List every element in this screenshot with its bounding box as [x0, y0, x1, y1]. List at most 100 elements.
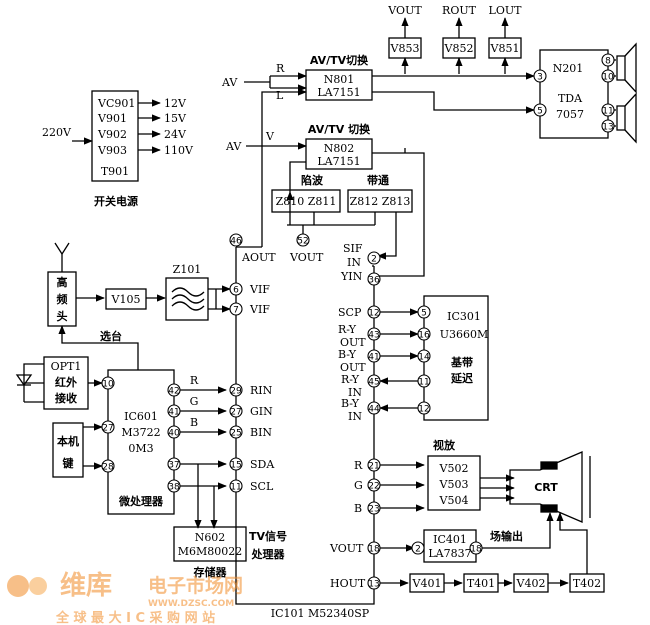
- ic401-label-1: IC401: [433, 533, 467, 546]
- ic601-label-2: M3722: [121, 426, 160, 439]
- tuner-label-2: 频: [57, 292, 68, 306]
- ic401-label-2: LA7837: [428, 547, 471, 560]
- ic101-scp-label: SCP: [338, 306, 362, 319]
- keys-label-2: 键: [62, 456, 75, 470]
- ic101-bin-label: BIN: [250, 426, 272, 439]
- ic101-pin-scl: 11: [230, 483, 241, 493]
- tda-pin-3: 3: [537, 73, 543, 83]
- ic301-pin-5-circle: [417, 305, 431, 319]
- power-row-3-out: 110V: [164, 144, 194, 157]
- ic101-pin-rin-circle: [229, 383, 243, 397]
- tda7057-box: [539, 49, 609, 139]
- ic601-pin-37-circle: [167, 457, 181, 471]
- out-label-2: LOUT: [489, 4, 523, 17]
- ic301-pin-16-circle: [417, 327, 431, 341]
- ic601-pin-28-circle: [101, 459, 115, 473]
- ic101-pin-vif7-circle: [229, 302, 243, 316]
- ic101-in3-label: IN: [348, 410, 362, 423]
- trap-parts: Z810 Z811: [276, 195, 337, 208]
- h-chain-0: V401: [412, 577, 442, 590]
- n801-av-label: AV: [221, 76, 238, 89]
- ic101-pin-b-circle: [367, 501, 381, 515]
- ic101-vout52-label: VOUT: [289, 251, 324, 264]
- keys-box: [52, 422, 84, 478]
- tuner-label-1: 高: [57, 275, 68, 289]
- ic101-pin-aout-circle: [229, 233, 243, 247]
- ic301-pin-16: 16: [418, 331, 430, 341]
- tda-label-1: N201: [553, 62, 584, 75]
- ic401-pin-2-circle: [411, 541, 425, 555]
- crt-yoke-bottom: [540, 504, 558, 513]
- n802-title: AV/TV 切换: [308, 122, 371, 136]
- ic401-output-label: 场输出: [490, 529, 523, 543]
- ic101-by-out-label: B-Y: [338, 348, 357, 361]
- rgb-g-label: G: [190, 395, 199, 408]
- crt-yoke-top: [540, 461, 558, 470]
- ic101-pin-r-circle: [367, 458, 381, 472]
- power-row-2-out: 24V: [164, 128, 187, 141]
- opt-label-1: OPT1: [51, 360, 82, 373]
- ic301-pin-11: 11: [418, 378, 429, 388]
- trap-label: 陷波: [301, 173, 324, 187]
- ic101-in-label: IN: [347, 256, 361, 269]
- tda-label-2: TDA: [558, 92, 583, 105]
- ic101-vout18-label: VOUT: [329, 542, 364, 555]
- ic101-pin-sif: 2: [371, 255, 377, 265]
- ic601-pin-27-circle: [101, 420, 115, 434]
- ic301-label-2: U3660M: [440, 328, 489, 341]
- tda-pin-13: 13: [602, 123, 613, 133]
- trap-filter-box: [271, 189, 341, 213]
- select-channel-label: 选台: [100, 329, 122, 343]
- ic601-pin-38: 38: [168, 483, 180, 493]
- ic101-pin-gin: 27: [230, 408, 241, 418]
- ic401-pin-18: 18: [470, 545, 482, 555]
- power-row-1-name: V901: [97, 112, 127, 125]
- speaker-left-icon: [616, 55, 626, 81]
- ic101-pin-bin: 25: [230, 429, 241, 439]
- tda-label-3: 7057: [556, 108, 584, 121]
- video-amp-1: V503: [439, 478, 469, 491]
- video-amp-2: V504: [439, 494, 469, 507]
- ic101-b-label: B: [354, 502, 362, 515]
- watermark-brand: 维库: [60, 570, 112, 601]
- ic101-pin-b: 23: [368, 505, 379, 515]
- out-label-1: ROUT: [442, 4, 477, 17]
- tda-pin-11-circle: [601, 103, 615, 117]
- out-label-0: VOUT: [387, 4, 422, 17]
- speaker-right-icon: [616, 105, 626, 131]
- ic101-pin-vout52-circle: [296, 233, 310, 247]
- ic101-ry-in-label: R-Y: [341, 373, 360, 386]
- ic601-sub: 微处理器: [118, 494, 164, 508]
- bandpass-filter-box: [347, 189, 413, 213]
- ic601-pin-10-circle: [101, 376, 115, 390]
- ic101-pin-bin-circle: [229, 425, 243, 439]
- ic101-pin-g-circle: [367, 478, 381, 492]
- power-row-3-name: V903: [97, 144, 127, 157]
- opt-label-3: 接收: [55, 391, 77, 405]
- ic301-label-4: 延迟: [450, 371, 473, 385]
- watermark-logo-icon: [7, 575, 47, 597]
- ic101-pin-hout-circle: [367, 576, 381, 590]
- power-row-1-out: 15V: [164, 112, 187, 125]
- n801-r-label: R: [276, 62, 285, 75]
- power-transformer-box: [91, 90, 139, 182]
- ic101-pin-by-in-circle: [367, 401, 381, 415]
- ic101-pin-by-in: 44: [368, 405, 380, 415]
- ic101-pin-vout52: 52: [297, 237, 308, 247]
- ic101-pin-ry-out: 43: [368, 331, 379, 341]
- band-parts: Z812 Z813: [350, 195, 411, 208]
- ic101-in2-label: IN: [348, 386, 362, 399]
- tda-pin-13-circle: [601, 119, 615, 133]
- ic101-vif6-label: VIF: [249, 283, 270, 296]
- watermark: 维库 电子市场网 WWW.DZSC.COM 全 球 最 大 I C 采 购 网 …: [7, 570, 243, 625]
- transformer-label: T901: [101, 165, 129, 178]
- ic101-name: IC101 M52340SP: [271, 607, 370, 620]
- ic101-rin-label: RIN: [250, 384, 273, 397]
- n802-v-label: V: [265, 130, 275, 143]
- power-row-2-name: V902: [97, 128, 127, 141]
- ic601-pin-41-circle: [167, 404, 181, 418]
- ic101-pin-by-out-circle: [367, 349, 381, 363]
- band-label: 带通: [367, 173, 389, 187]
- ic101-out2-label: OUT: [340, 361, 366, 374]
